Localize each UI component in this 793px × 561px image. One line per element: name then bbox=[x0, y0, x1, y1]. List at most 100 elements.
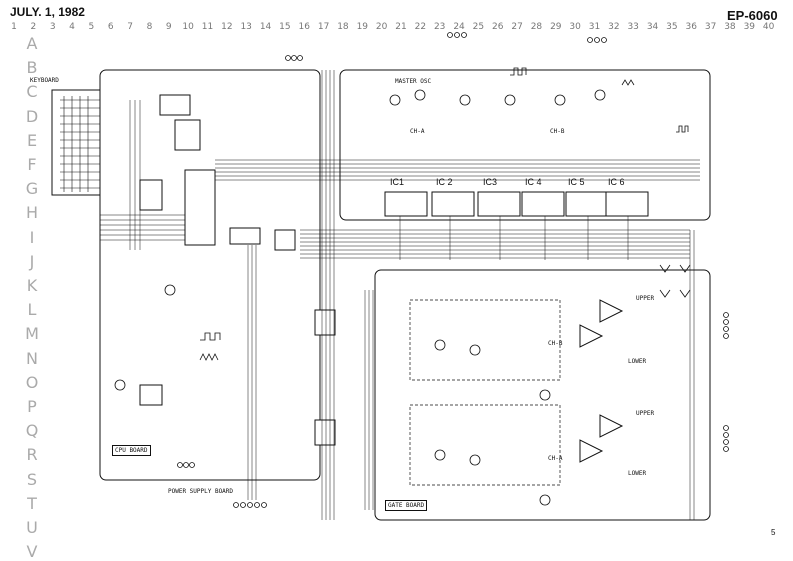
output-connectors bbox=[177, 32, 729, 508]
row-letter: B bbox=[26, 58, 38, 78]
row-letter: M bbox=[25, 324, 39, 344]
column-number: 10 bbox=[182, 22, 194, 32]
column-number: 18 bbox=[337, 22, 349, 32]
ic3-label: IC3 bbox=[483, 177, 498, 187]
column-number: 11 bbox=[201, 22, 214, 32]
ic10-chip bbox=[274, 229, 296, 251]
keyboard-label: KEYBOARD bbox=[30, 77, 59, 84]
cpu-board-label: CPU BOARD bbox=[112, 445, 151, 456]
column-number: 12 bbox=[221, 22, 233, 32]
column-number: 4 bbox=[69, 22, 75, 32]
master-osc-label: MASTER OSC bbox=[395, 78, 432, 85]
gate-board-outline bbox=[374, 269, 711, 521]
ch-b-osc-label: CH-B bbox=[550, 128, 565, 135]
row-letter: S bbox=[26, 469, 38, 489]
row-letter: E bbox=[26, 130, 38, 150]
column-number: 9 bbox=[165, 22, 172, 32]
ic6-chip bbox=[314, 419, 336, 446]
column-number: 29 bbox=[550, 22, 562, 32]
row-letter: D bbox=[25, 106, 39, 126]
ic1-box bbox=[384, 191, 428, 217]
row-letter: A bbox=[26, 34, 38, 53]
row-letter: J bbox=[29, 251, 35, 271]
column-number: 3 bbox=[49, 22, 56, 32]
column-number: 26 bbox=[492, 22, 504, 32]
column-number: 38 bbox=[724, 22, 736, 32]
keyboard-block bbox=[51, 89, 101, 196]
ic2-label: IC 2 bbox=[436, 177, 453, 187]
column-number: 7 bbox=[127, 22, 133, 32]
row-letter: C bbox=[26, 82, 38, 102]
row-letter: F bbox=[27, 155, 37, 174]
ic5-label: IC 5 bbox=[568, 177, 585, 187]
ic2-box bbox=[431, 191, 475, 217]
row-letter: O bbox=[25, 372, 39, 392]
column-number: 8 bbox=[146, 22, 153, 32]
keyboard-matrix bbox=[60, 96, 100, 192]
row-letter: Q bbox=[25, 421, 39, 441]
ch-a-osc-label: CH-A bbox=[410, 128, 425, 135]
ic6-box bbox=[605, 191, 649, 217]
cpu-chip bbox=[184, 169, 216, 246]
column-number: 6 bbox=[107, 22, 114, 32]
row-letter: R bbox=[26, 445, 38, 465]
column-number: 13 bbox=[240, 22, 252, 32]
bus-lines bbox=[100, 70, 700, 520]
power-supply-label: POWER SUPPLY BOARD bbox=[168, 488, 234, 495]
date-label: JULY. 1, 1982 bbox=[10, 5, 85, 19]
column-number: 28 bbox=[530, 22, 543, 32]
ic1-label: IC1 bbox=[390, 177, 405, 187]
ic5-box bbox=[565, 191, 609, 217]
row-letter: T bbox=[27, 493, 37, 513]
column-number: 14 bbox=[259, 22, 272, 32]
column-number: 5 bbox=[88, 22, 95, 32]
column-number: 36 bbox=[685, 22, 697, 32]
row-letter: U bbox=[26, 518, 38, 537]
row-letter: P bbox=[27, 397, 37, 416]
row-letter: G bbox=[25, 179, 39, 199]
column-number: 24 bbox=[453, 22, 465, 32]
op-amps bbox=[579, 299, 624, 463]
column-number: 39 bbox=[743, 22, 756, 32]
lower-a-label: LOWER bbox=[628, 470, 647, 477]
cpu-board-outline bbox=[99, 69, 321, 481]
oscillator-board-outline bbox=[339, 69, 711, 221]
column-number: 2 bbox=[30, 22, 37, 32]
column-number: 21 bbox=[395, 22, 407, 32]
column-number: 17 bbox=[317, 22, 330, 32]
ic4-label: IC 4 bbox=[525, 177, 542, 187]
gate-board-label: GATE BOARD bbox=[385, 500, 428, 511]
ic9-chip bbox=[159, 94, 191, 116]
ic2-chip bbox=[139, 384, 163, 406]
row-letter: K bbox=[26, 276, 38, 295]
column-number: 30 bbox=[569, 22, 581, 32]
transistors bbox=[114, 89, 606, 506]
ch-b-gate-label: CH-B bbox=[548, 340, 563, 347]
column-number: 31 bbox=[588, 22, 601, 32]
row-letter: N bbox=[26, 348, 38, 368]
column-number: 25 bbox=[472, 22, 485, 32]
page-number: 5 bbox=[771, 528, 776, 537]
column-number: 16 bbox=[298, 22, 310, 32]
column-number: 34 bbox=[646, 22, 659, 32]
model-label: EP-6060 bbox=[727, 8, 778, 23]
column-number: 40 bbox=[762, 22, 775, 32]
column-number: 27 bbox=[511, 22, 523, 32]
row-letter: L bbox=[27, 300, 37, 320]
column-number: 22 bbox=[414, 22, 427, 32]
row-letter: I bbox=[29, 227, 35, 247]
ic4-box bbox=[521, 191, 565, 217]
column-number: 37 bbox=[704, 22, 717, 32]
upper-b-label: UPPER bbox=[636, 295, 655, 302]
column-number: 19 bbox=[356, 22, 369, 32]
lower-b-label: LOWER bbox=[628, 358, 647, 365]
upper-a-label: UPPER bbox=[636, 410, 655, 417]
row-letter: H bbox=[25, 203, 39, 223]
row-letter: V bbox=[26, 542, 38, 561]
ic11-chip bbox=[229, 227, 261, 245]
ch-a-gate-label: CH-A bbox=[548, 455, 563, 462]
column-number: 33 bbox=[627, 22, 639, 32]
ic8-chip bbox=[174, 119, 201, 151]
gate-blocks bbox=[409, 299, 561, 486]
